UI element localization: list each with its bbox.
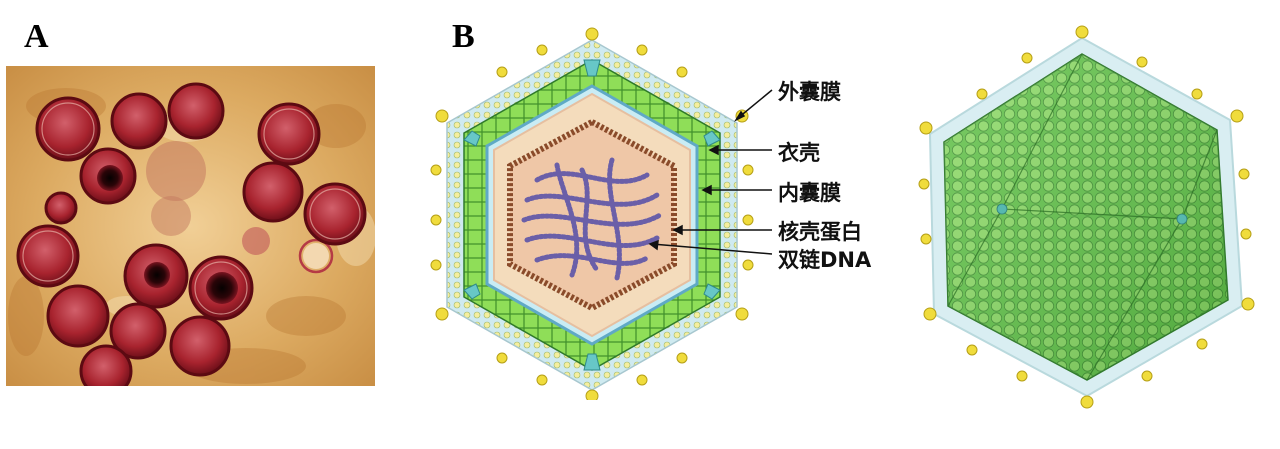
- label-dsdna: 双链DNA: [778, 248, 872, 272]
- panel-label-a: A: [24, 18, 49, 55]
- electron-micrograph: [6, 66, 375, 386]
- label-outer-envelope: 外囊膜: [778, 80, 841, 104]
- virion-external-view: [918, 25, 1255, 409]
- label-nucleocapsid-protein: 核壳蛋白: [778, 220, 862, 244]
- virion-cross-section-diagram: [430, 27, 754, 400]
- label-capsid: 衣壳: [778, 141, 820, 165]
- label-inner-envelope: 内囊膜: [778, 181, 841, 205]
- panel-label-b: B: [452, 18, 475, 55]
